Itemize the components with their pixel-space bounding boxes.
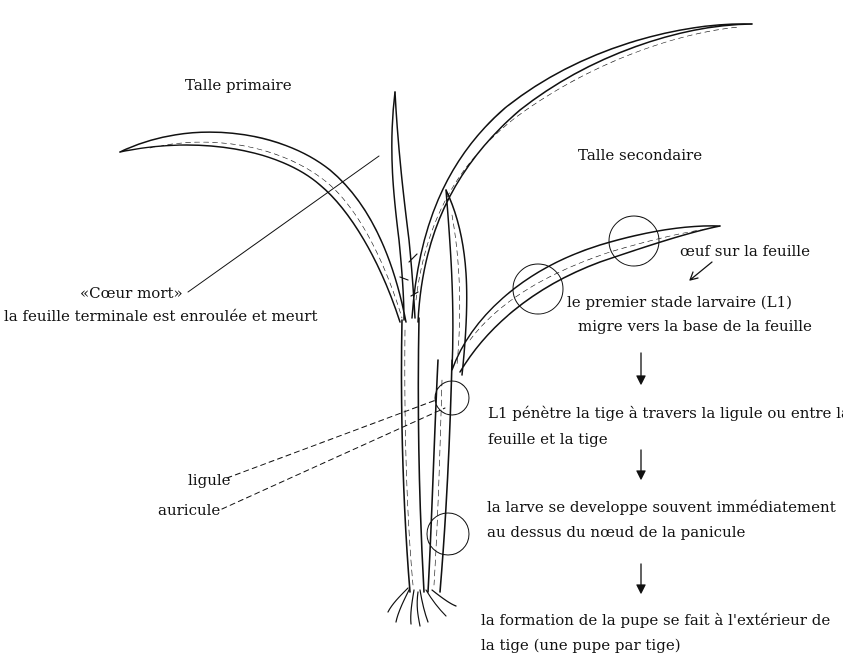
- larva-node-circle: [427, 513, 469, 555]
- auricule-leader-line: [222, 408, 445, 509]
- l1-penetre-line2: feuille et la tige: [488, 429, 608, 449]
- oeuf-label: œuf sur la feuille: [680, 241, 810, 261]
- auricule-label: auricule: [158, 500, 220, 520]
- pupe-line1: la formation de la pupe se fait à l'exté…: [481, 610, 830, 630]
- feuille-terminale-label: la feuille terminale est enroulée et meu…: [4, 306, 318, 326]
- l1-migration-circle: [513, 264, 563, 314]
- l1-label-line2: migre vers la base de la feuille: [578, 316, 812, 336]
- talle-primaire-label: Talle primaire: [185, 75, 292, 95]
- dead-heart-leaf: [392, 92, 418, 320]
- primary-right-leaf: [412, 24, 752, 322]
- larve-line1: la larve se developpe souvent immédiatem…: [487, 497, 836, 517]
- secondary-upright-leaf: [446, 190, 467, 375]
- l1-label-line1: le premier stade larvaire (L1): [567, 292, 792, 312]
- secondary-stem: [428, 360, 452, 592]
- larve-line2: au dessus du nœud de la panicule: [487, 522, 745, 542]
- l1-penetre-line1: L1 pénètre la tige à travers la ligule o…: [488, 403, 843, 423]
- flow-arrow-2: [637, 450, 645, 479]
- egg-to-l1-arrow: [690, 262, 712, 280]
- flow-arrow-3: [637, 564, 645, 593]
- primary-stem: [401, 318, 424, 592]
- roots: [388, 588, 456, 626]
- flow-arrow-1: [637, 353, 645, 384]
- coeur-mort-label: «Cœur mort»: [80, 283, 183, 303]
- talle-secondaire-label: Talle secondaire: [578, 145, 702, 165]
- dead-heart-leader-line: [188, 156, 379, 292]
- ligule-leader-line: [227, 400, 436, 478]
- ligule-label: ligule: [188, 470, 231, 490]
- pupe-line2: la tige (une pupe par tige): [481, 635, 681, 655]
